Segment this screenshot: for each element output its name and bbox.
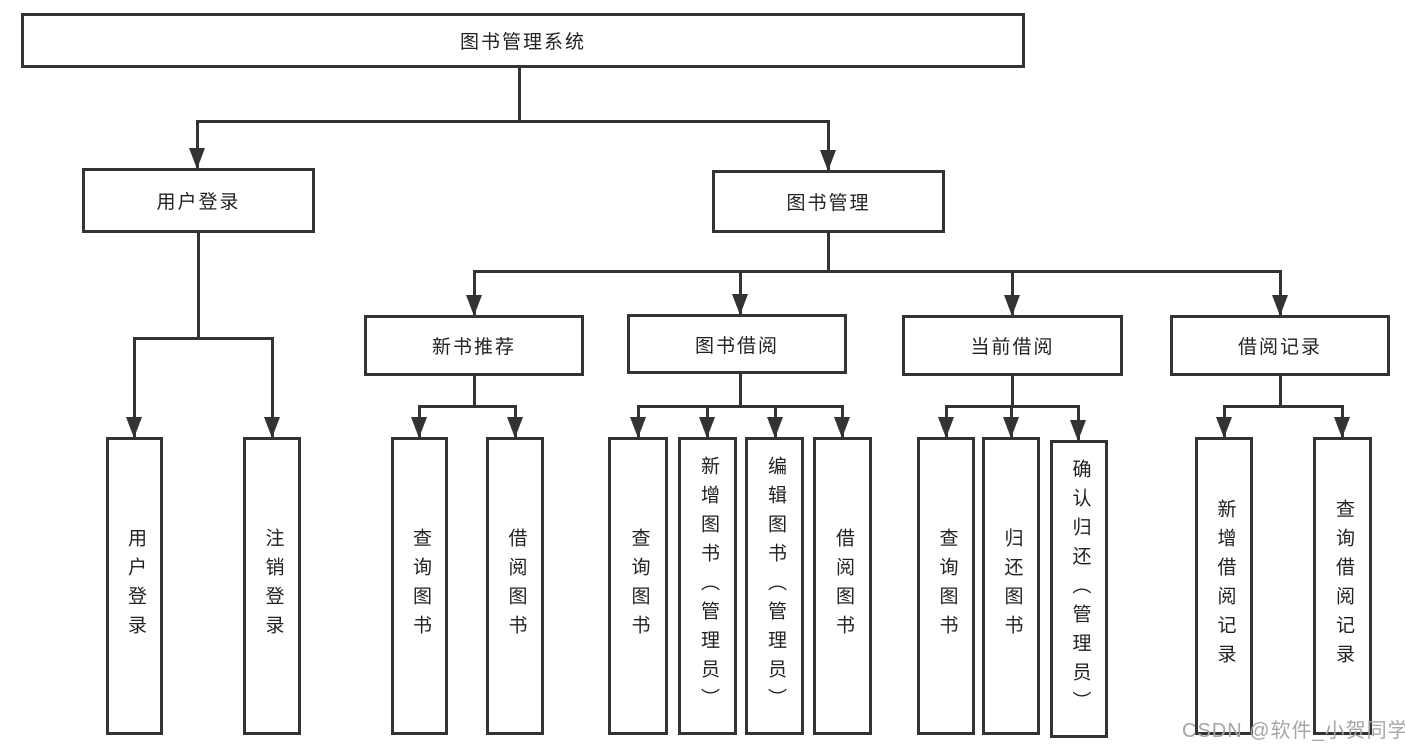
- leaf-nb-query-books-label: 查询图书: [409, 528, 431, 644]
- edge-user-login-stem: [197, 233, 200, 337]
- arrowhead-cb-query: [938, 417, 954, 438]
- arrowhead-bb-query: [630, 417, 646, 438]
- leaf-bb-add-books: 新增图书（管理员）: [678, 437, 737, 735]
- edge-borrow-records-rail: [1223, 405, 1343, 408]
- leaf-br-add-record: 新增借阅记录: [1195, 437, 1253, 735]
- node-new-books: 新书推荐: [364, 315, 584, 376]
- edge-to-user-login: [196, 120, 199, 168]
- edge-new-books-rail: [418, 405, 516, 408]
- edge-to-leaf-login: [133, 337, 136, 437]
- leaf-nb-borrow-books-label: 借阅图书: [505, 528, 527, 644]
- node-book-borrow: 图书借阅: [627, 314, 847, 374]
- leaf-bb-edit-books-label: 编辑图书（管理员）: [764, 455, 786, 717]
- arrowhead-bb-edit: [767, 417, 783, 438]
- arrowhead-new-books: [466, 295, 482, 316]
- arrowhead-leaf-logout: [264, 417, 280, 438]
- edge-to-book-management: [827, 120, 830, 170]
- edge-to-book-borrow: [739, 270, 742, 314]
- leaf-br-query-record: 查询借阅记录: [1313, 437, 1372, 735]
- node-book-management-label: 图书管理: [786, 193, 871, 214]
- arrowhead-cb-confirm: [1070, 420, 1086, 441]
- leaf-user-login: 用户登录: [106, 437, 163, 735]
- leaf-cb-query-books: 查询图书: [917, 437, 975, 735]
- edge-borrow-records-stem: [1279, 376, 1282, 405]
- leaf-nb-query-books: 查询图书: [391, 437, 448, 735]
- edge-book-management-stem: [827, 233, 830, 270]
- leaf-cb-return-books-label: 归还图书: [1001, 528, 1023, 644]
- node-current-borrow: 当前借阅: [902, 315, 1123, 376]
- leaf-logout-label: 注销登录: [262, 528, 284, 644]
- edge-new-books-stem: [473, 376, 476, 405]
- arrowhead-book-management: [820, 150, 836, 171]
- node-library-system-label: 图书管理系统: [459, 32, 586, 53]
- leaf-cb-confirm-return-label: 确认归还（管理员）: [1069, 458, 1091, 720]
- leaf-cb-confirm-return: 确认归还（管理员）: [1050, 440, 1108, 738]
- leaf-bb-edit-books: 编辑图书（管理员）: [745, 437, 804, 735]
- edge-to-leaf-logout: [271, 337, 274, 437]
- arrowhead-leaf-login: [126, 417, 142, 438]
- arrowhead-bb-borrow: [834, 417, 850, 438]
- node-user-login: 用户登录: [82, 168, 315, 233]
- edge-to-new-books: [473, 270, 476, 315]
- edge-level3-rail: [473, 270, 1281, 273]
- edge-user-login-rail: [133, 337, 273, 340]
- leaf-bb-query-books-label: 查询图书: [628, 528, 650, 644]
- leaf-bb-add-books-label: 新增图书（管理员）: [697, 455, 719, 717]
- leaf-br-query-record-label: 查询借阅记录: [1332, 499, 1354, 673]
- leaf-cb-query-books-label: 查询图书: [936, 528, 958, 644]
- leaf-nb-borrow-books: 借阅图书: [486, 437, 544, 735]
- node-library-system: 图书管理系统: [21, 13, 1025, 68]
- arrowhead-br-add: [1216, 417, 1232, 438]
- leaf-bb-borrow-books: 借阅图书: [813, 437, 872, 735]
- arrowhead-book-borrow: [732, 294, 748, 315]
- node-book-management: 图书管理: [712, 170, 945, 233]
- leaf-user-login-label: 用户登录: [124, 528, 146, 644]
- arrowhead-current-borrow: [1004, 295, 1020, 316]
- leaf-logout: 注销登录: [243, 437, 301, 735]
- edge-to-current-borrow: [1011, 270, 1014, 315]
- arrowhead-br-query: [1334, 417, 1350, 438]
- node-current-borrow-label: 当前借阅: [970, 337, 1055, 358]
- arrowhead-nb-query: [411, 417, 427, 438]
- leaf-br-add-record-label: 新增借阅记录: [1214, 499, 1236, 673]
- arrowhead-user-login: [189, 148, 205, 169]
- leaf-cb-return-books: 归还图书: [982, 437, 1040, 735]
- edge-current-borrow-stem: [1011, 376, 1014, 405]
- node-book-borrow-label: 图书借阅: [694, 335, 779, 357]
- csdn-watermark: CSDN @软件_小贺同学: [1182, 720, 1405, 742]
- leaf-bb-query-books: 查询图书: [608, 437, 668, 735]
- node-new-books-label: 新书推荐: [431, 337, 516, 358]
- node-borrow-records: 借阅记录: [1170, 315, 1390, 376]
- node-user-login-label: 用户登录: [156, 192, 241, 213]
- arrowhead-cb-return: [1003, 417, 1019, 438]
- edge-root-stem: [518, 68, 521, 120]
- arrowhead-nb-borrow: [507, 417, 523, 438]
- edge-to-borrow-records: [1279, 270, 1282, 315]
- edge-book-borrow-stem: [739, 374, 742, 405]
- leaf-bb-borrow-books-label: 借阅图书: [832, 528, 854, 644]
- edge-level2-rail: [197, 120, 830, 123]
- edge-book-borrow-rail: [637, 405, 843, 408]
- arrowhead-borrow-records: [1272, 295, 1288, 316]
- node-borrow-records-label: 借阅记录: [1237, 337, 1322, 358]
- arrowhead-bb-add: [699, 417, 715, 438]
